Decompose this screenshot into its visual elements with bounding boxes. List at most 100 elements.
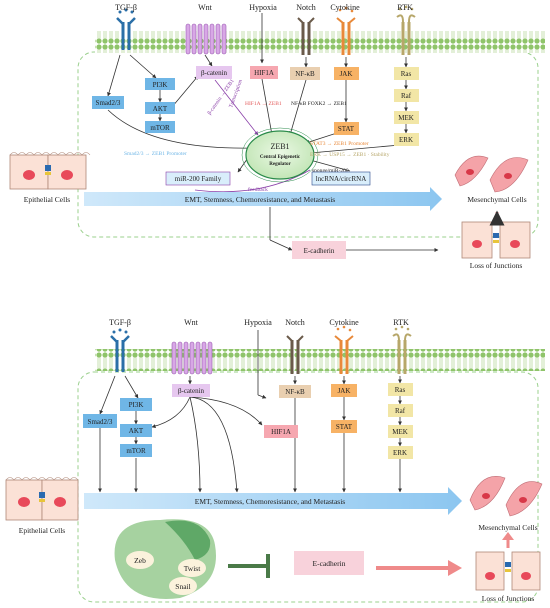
bottom-text-akt: AKT — [129, 427, 144, 435]
top-box-pi3k — [145, 78, 175, 90]
top-text-hif: HIF1A — [254, 69, 274, 77]
top-note-hif: HIF1A → ZEB1 — [245, 101, 282, 107]
bottom-text-pi3k: PI3K — [129, 401, 144, 409]
bottom-box-mtor — [120, 444, 152, 457]
top-text-smad: Smad2/3 — [96, 99, 121, 107]
top-tgfb-receptor — [116, 8, 136, 50]
top-box-jak — [334, 67, 359, 80]
bottom-nucleus — [114, 519, 216, 599]
bottom-emt-arrow — [84, 487, 462, 515]
bottom-inhibition-arrow — [228, 554, 270, 578]
top-text-mtor: mTOR — [150, 124, 170, 132]
top-box-ecad — [292, 241, 346, 259]
top-loss-junctions — [461, 210, 531, 259]
top-emt-arrow — [84, 187, 442, 211]
top-box-hif — [250, 66, 278, 79]
bottom-epithelial-label: Epithelial Cells — [19, 526, 66, 535]
top-zeb1-sub2: Regulator — [269, 162, 291, 167]
top-text-erk: ERK — [399, 136, 413, 144]
top-box-stat — [334, 122, 359, 135]
bottom-text-ecad: E-cadherin — [313, 559, 346, 568]
top-emt-text: EMT, Stemness, Chemoresistance, and Meta… — [185, 195, 336, 204]
bottom-notch-receptor — [286, 335, 304, 374]
bottom-text-mek: MEK — [392, 428, 408, 436]
bottom-tf-snail: Snail — [175, 582, 190, 591]
bottom-text-jak: JAK — [338, 387, 351, 395]
top-text-raf: Raf — [401, 92, 412, 100]
top-box-mir — [165, 171, 231, 186]
top-label-wnt: Wnt — [198, 3, 213, 12]
bottom-label-wnt: Wnt — [184, 318, 199, 327]
bottom-label-cytokine: Cytokine — [329, 318, 359, 327]
top-text-ras: Ras — [401, 70, 412, 78]
top-box-akt — [145, 102, 175, 114]
top-text-ecad: E-cadherin — [304, 247, 335, 255]
top-box-mek — [394, 111, 419, 124]
top-text-mek: MEK — [398, 114, 414, 122]
top-text-mir: miR-200 Family — [175, 175, 222, 183]
top-note-feedback: feedback — [248, 186, 268, 193]
top-text-lnc: lncRNA/circRNA — [316, 175, 367, 183]
bottom-text-stat: STAT — [336, 423, 353, 431]
bottom-box-hif — [264, 425, 298, 438]
bottom-box-raf — [388, 404, 413, 417]
top-box-bcat — [196, 66, 232, 79]
bottom-box-smad — [83, 414, 117, 428]
bottom-text-erk: ERK — [393, 449, 407, 457]
top-text-nfkb: NF-κB — [295, 70, 315, 78]
top-label-rtk: RTK — [397, 3, 413, 12]
top-text-stat: STAT — [338, 125, 355, 133]
top-note-nfkb: NF-κB FOXK2 → ZEB1 — [291, 101, 347, 107]
top-text-akt: AKT — [153, 105, 168, 113]
bottom-text-bcat: β-catenin — [178, 387, 205, 395]
bottom-rtk-receptor — [392, 325, 412, 374]
top-label-cytokine: Cytokine — [330, 3, 360, 12]
top-note-erk: ERK → USP15 → ZEB1 · Stability — [310, 152, 390, 158]
bottom-box-pi3k — [120, 398, 152, 411]
top-mesenchymal-cells — [454, 155, 529, 193]
top-label-hypoxia: Hypoxia — [249, 3, 277, 12]
top-text-bcat: β-catenin — [201, 69, 228, 77]
bottom-loss-junctions — [475, 532, 541, 591]
bottom-label-hypoxia: Hypoxia — [244, 318, 272, 327]
top-note-stat: STAT3 → ZEB1 Promoter — [310, 141, 369, 147]
bottom-tgfb-receptor — [110, 328, 130, 372]
top-box-mtor — [145, 121, 175, 133]
top-box-raf — [394, 89, 419, 102]
top-text-jak: JAK — [340, 70, 353, 78]
top-mesenchymal-label: Mesenchymal Cells — [467, 195, 526, 204]
top-box-erk — [394, 133, 419, 146]
top-epithelial-cells — [9, 152, 91, 190]
top-arrows — [107, 13, 439, 252]
top-label-tgfb: TGF-β — [115, 3, 137, 12]
top-note-smad: Smad2/3 → ZEB1 Promoter — [124, 151, 187, 157]
top-box-smad — [92, 96, 124, 109]
bottom-cytokine-receptor — [334, 325, 354, 374]
top-zeb1-ring — [241, 127, 319, 183]
top-box-lnc — [311, 171, 371, 186]
bottom-label-notch: Notch — [285, 318, 305, 327]
bottom-arrows — [98, 330, 402, 493]
bottom-red-arrow — [376, 560, 462, 576]
bottom-label-tgfb: TGF-β — [109, 318, 131, 327]
top-zeb1-sub1: Central Epigenetic — [260, 155, 301, 160]
top-epithelial-label: Epithelial Cells — [24, 195, 71, 204]
bottom-text-mtor: mTOR — [126, 447, 146, 455]
top-zeb1-core — [245, 130, 315, 180]
bottom-mesenchymal-cells — [469, 476, 543, 517]
bottom-box-akt — [120, 424, 152, 437]
top-zeb1-title: ZEB1 — [270, 142, 289, 151]
top-text-pi3k: PI3K — [153, 81, 168, 89]
bottom-text-hif: HIF1A — [271, 428, 291, 436]
bottom-label-rtk: RTK — [393, 318, 409, 327]
bottom-wnt-receptor — [171, 341, 213, 375]
top-wnt-receptor — [185, 23, 227, 55]
bottom-text-smad: Smad2/3 — [88, 418, 113, 426]
bottom-mesenchymal-label: Mesenchymal Cells — [478, 523, 537, 532]
bottom-text-ras: Ras — [395, 386, 406, 394]
bottom-box-nfkb — [279, 385, 311, 398]
bottom-text-raf: Raf — [395, 407, 406, 415]
bottom-epithelial-cells — [5, 477, 79, 521]
